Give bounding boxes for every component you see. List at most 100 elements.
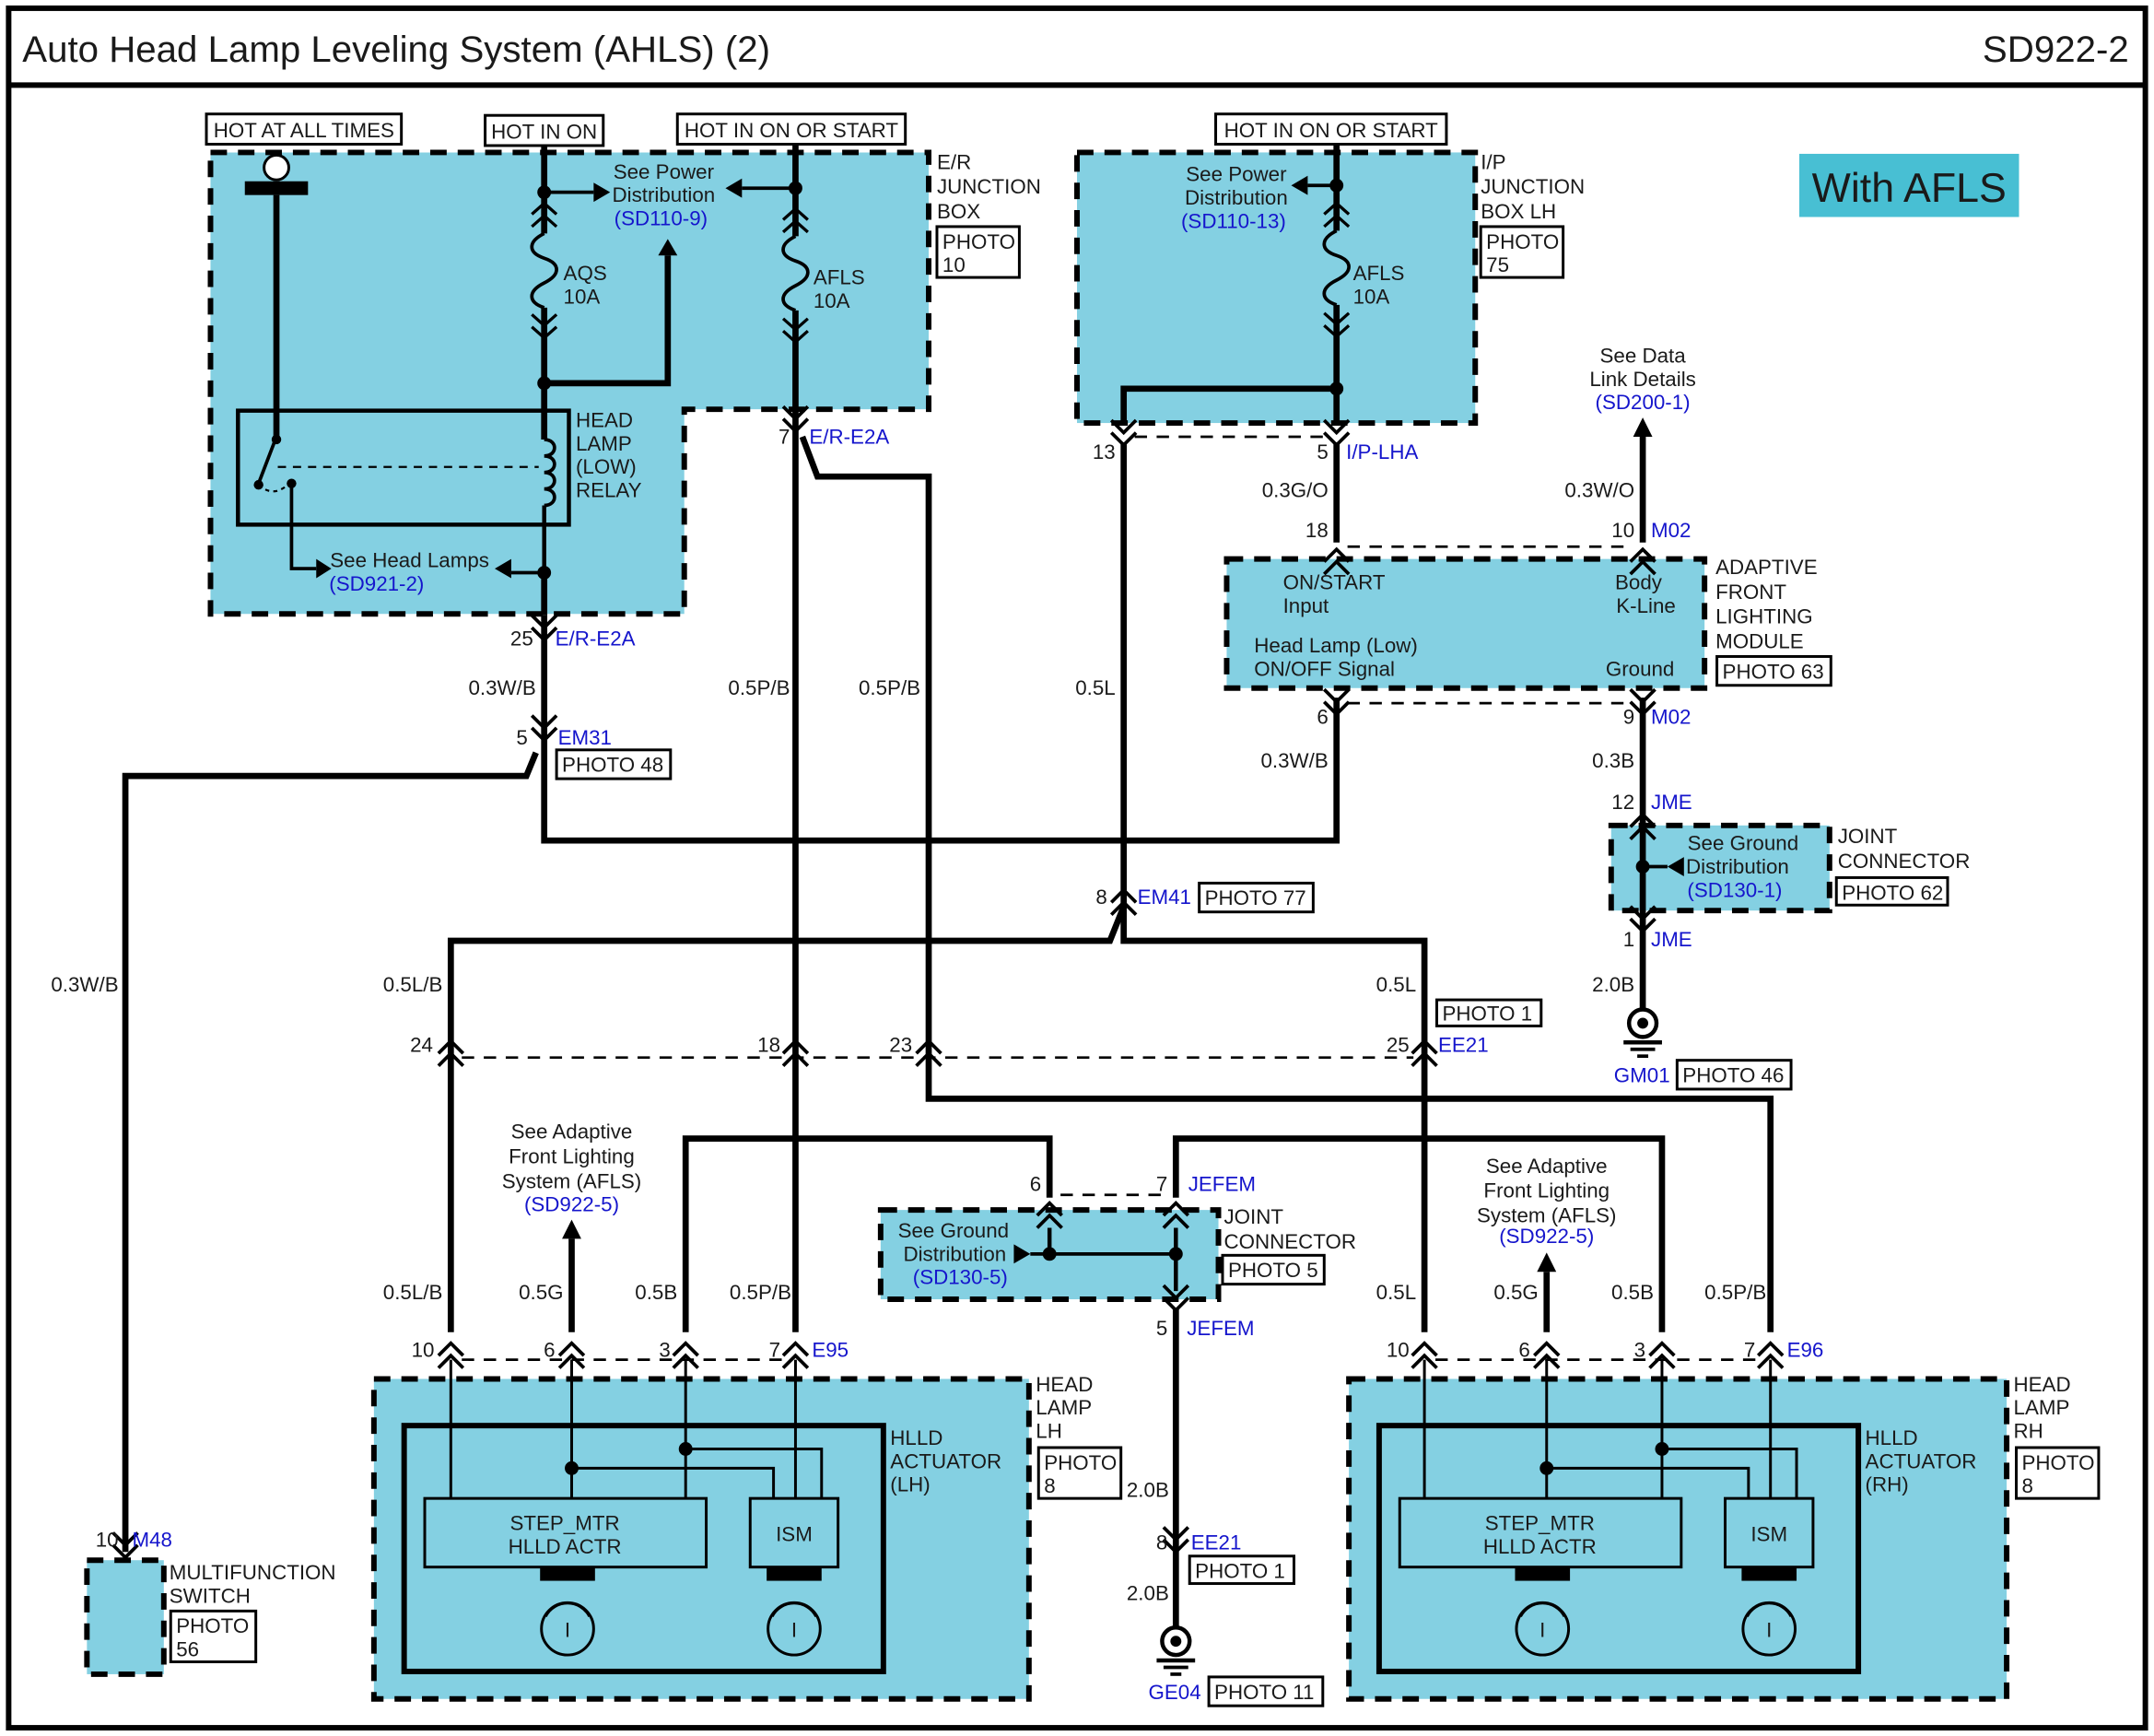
em41-photo: PHOTO 77 — [1205, 886, 1306, 909]
fuse-afls-clips — [781, 206, 809, 345]
jefem-pin5: 5 — [1156, 1317, 1167, 1340]
ip-power-dist-2: Distribution — [1185, 186, 1288, 209]
lh-photo-2: 8 — [1044, 1474, 1055, 1497]
afls-signal-2: ON/OFF Signal — [1254, 657, 1395, 680]
ground-ge04-icon — [1156, 1627, 1195, 1674]
wire-label: 0.5P/B — [1704, 1281, 1766, 1304]
ip-conn[interactable]: I/P-LHA — [1346, 440, 1418, 463]
hot-on-start-ip-label: HOT IN ON OR START — [1224, 119, 1438, 142]
er-conn7[interactable]: E/R-E2A — [809, 425, 889, 448]
jme-conn-top[interactable]: JME — [1651, 791, 1692, 814]
afls-ref-lh-link[interactable]: (SD922-5) — [524, 1193, 619, 1216]
jefem-conn-bot[interactable]: JEFEM — [1187, 1317, 1254, 1340]
afls-conn-top[interactable]: M02 — [1651, 519, 1691, 542]
ee21-pin23: 23 — [889, 1034, 912, 1057]
mfs-photo-1: PHOTO — [176, 1614, 249, 1637]
fuse-aqs-clips — [531, 201, 558, 340]
fuse-aqs-label-1: AQS — [564, 262, 607, 285]
fuse-aqs-icon — [530, 231, 558, 310]
step-lh-1: STEP_MTR — [509, 1511, 619, 1534]
jme-conn-bot[interactable]: JME — [1651, 928, 1692, 951]
er-photo-2: 10 — [942, 253, 966, 276]
rh-pin7: 7 — [1744, 1339, 1755, 1362]
relay-coil-icon — [544, 438, 556, 508]
jefem-pin6: 6 — [1030, 1172, 1041, 1195]
jefem-ref[interactable]: (SD130-5) — [913, 1266, 1008, 1289]
wire-label: 0.5B — [635, 1281, 677, 1304]
jefem-conn-top[interactable]: JEFEM — [1188, 1172, 1256, 1195]
rh-name-2: LAMP — [2014, 1396, 2070, 1419]
em31-conn[interactable]: EM31 — [558, 726, 612, 749]
jme-name-1: JOINT — [1838, 825, 1898, 848]
wire-05b-rh — [1172, 1135, 1666, 1332]
ground-gm01-icon — [1623, 1010, 1662, 1057]
arrow-left-icon — [1667, 857, 1684, 876]
rh-actuator-1: HLLD — [1866, 1426, 1918, 1449]
wire-label: 2.0B — [1127, 1581, 1169, 1604]
wire-label: 0.5B — [1611, 1281, 1654, 1304]
motor-lh-step-label: I — [565, 1619, 570, 1642]
wire-label: 0.5G — [519, 1281, 563, 1304]
data-link-ref[interactable]: (SD200-1) — [1596, 391, 1691, 414]
gm01-name[interactable]: GM01 — [1614, 1064, 1670, 1087]
afls-photo: PHOTO 63 — [1723, 660, 1824, 683]
motor-lh-ism-label: I — [791, 1619, 797, 1642]
page-title: Auto Head Lamp Leveling System (AHLS) (2… — [22, 29, 770, 70]
afls-pin6: 6 — [1317, 705, 1328, 728]
wire-03wb-switch — [122, 751, 539, 1553]
er-photo-1: PHOTO — [942, 230, 1015, 253]
jme-pin1: 1 — [1623, 928, 1634, 951]
lh-pin10: 10 — [412, 1339, 435, 1362]
hot-in-on-label: HOT IN ON — [491, 121, 597, 144]
hlld-actuator-rh — [1376, 1423, 1862, 1674]
wire-label: 0.3W/O — [1564, 479, 1634, 502]
wire-05lb — [447, 905, 1127, 1332]
head-lamps-ref-link[interactable]: (SD921-2) — [329, 572, 424, 595]
step-lh-2: HLLD ACTR — [509, 1535, 622, 1558]
ee21-conn[interactable]: EE21 — [1438, 1034, 1489, 1057]
ee21-photo: PHOTO 1 — [1442, 1002, 1532, 1025]
ism-lh — [748, 1496, 840, 1569]
fuse-afls-ip-icon — [1322, 229, 1351, 307]
er-box-name-2: JUNCTION — [937, 175, 1041, 198]
ip-photo-2: 75 — [1486, 253, 1509, 276]
afls-name-4: MODULE — [1715, 630, 1804, 653]
er-power-dist-2: Distribution — [612, 183, 715, 206]
rh-photo-2: 8 — [2021, 1474, 2032, 1497]
wire-label: 0.5G — [1493, 1281, 1538, 1304]
motor-rh-ism-label: I — [1766, 1619, 1772, 1642]
arrow-up-icon — [1537, 1252, 1557, 1273]
rh-conn[interactable]: E96 — [1787, 1339, 1824, 1362]
er-conn25[interactable]: E/R-E2A — [556, 628, 636, 651]
battery-bar-icon — [244, 181, 309, 195]
ge04-photo: PHOTO 11 — [1214, 1681, 1314, 1704]
data-link-1: See Data — [1600, 344, 1687, 367]
wire-label: 2.0B — [1592, 973, 1634, 996]
er-pin25: 25 — [510, 628, 533, 651]
afls-conn-bot[interactable]: M02 — [1651, 705, 1691, 728]
afls-ref-rh-2: Front Lighting — [1483, 1179, 1610, 1202]
em41-conn[interactable]: EM41 — [1138, 886, 1191, 909]
ee21b-conn[interactable]: EE21 — [1191, 1531, 1242, 1554]
hot-on-start-ip-box — [1214, 112, 1448, 146]
arrow-right-icon — [593, 182, 611, 203]
ee21-pin18: 18 — [757, 1034, 780, 1057]
jme-ref[interactable]: (SD130-1) — [1687, 878, 1782, 901]
mfs-conn[interactable]: M48 — [133, 1528, 172, 1551]
jefem-ground-2: Distribution — [903, 1242, 1006, 1265]
motor-rh-step-label: I — [1539, 1619, 1545, 1642]
lh-conn[interactable]: E95 — [812, 1339, 849, 1362]
ge04-name[interactable]: GE04 — [1149, 1681, 1201, 1704]
ip-box-name-2: JUNCTION — [1481, 175, 1585, 198]
er-power-dist-ref[interactable]: (SD110-9) — [615, 206, 708, 229]
wire-label: 0.3W/B — [1260, 749, 1328, 772]
relay-label-1: HEAD — [576, 409, 633, 432]
em31-pin: 5 — [516, 726, 527, 749]
afls-ref-rh-link[interactable]: (SD922-5) — [1499, 1225, 1594, 1248]
wire-label: 2.0B — [1127, 1479, 1169, 1502]
ip-power-dist-ref[interactable]: (SD110-13) — [1181, 209, 1286, 232]
afls-on-start-2: Input — [1283, 594, 1329, 617]
er-power-dist-1: See Power — [614, 160, 715, 183]
afls-name-2: FRONT — [1715, 581, 1786, 604]
afls-name-1: ADAPTIVE — [1715, 556, 1818, 579]
